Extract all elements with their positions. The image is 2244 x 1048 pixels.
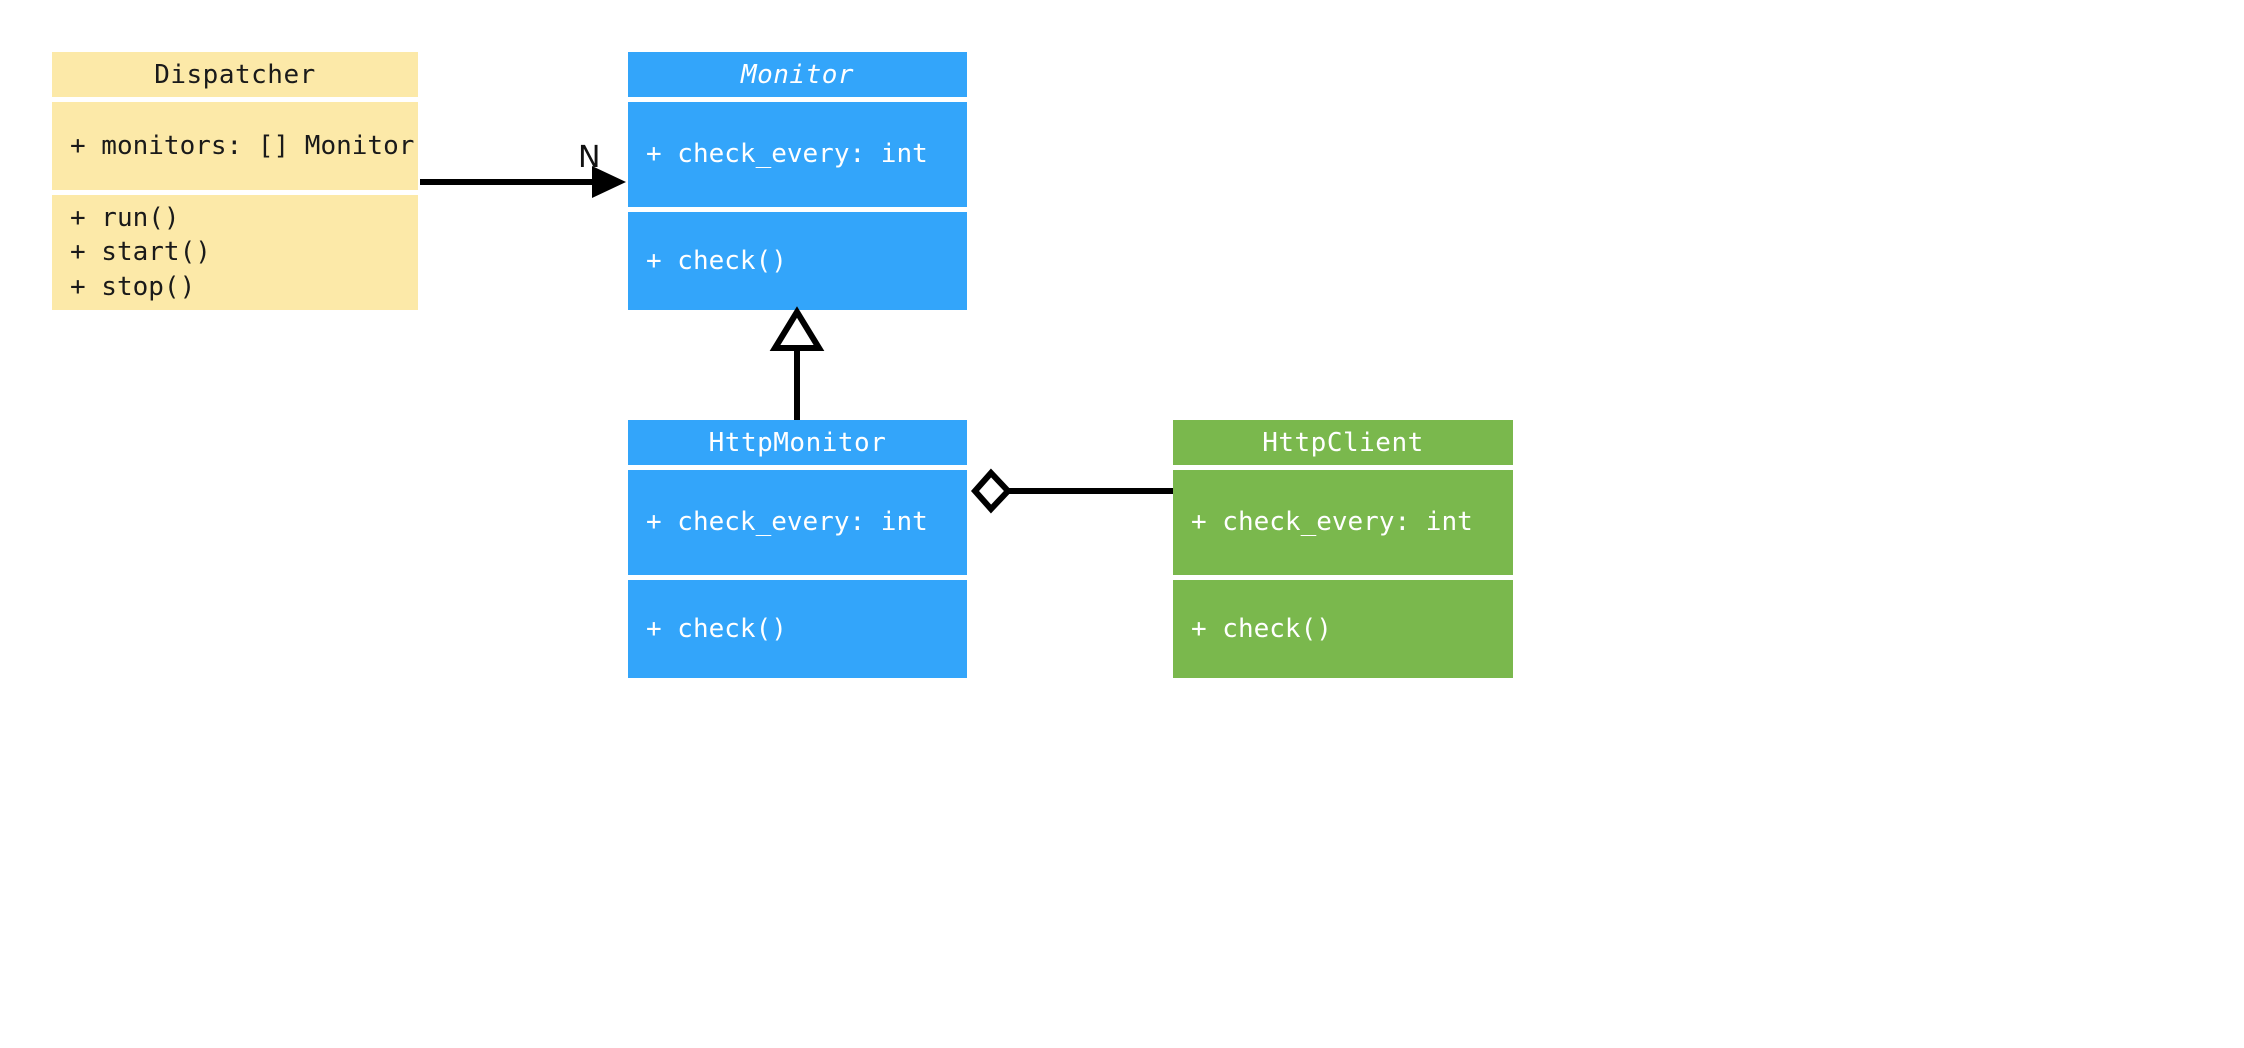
class-box-dispatcher[interactable]: Dispatcher + monitors: [] Monitor + run(… [52, 52, 418, 310]
attribute-row: + monitors: [] Monitor [70, 130, 415, 161]
class-title-monitor: Monitor [628, 52, 967, 97]
method-row: + stop() [70, 271, 196, 302]
class-methods-monitor: + check() [628, 212, 967, 310]
compartment-divider [52, 97, 418, 102]
method-row: + check() [1191, 613, 1332, 644]
class-name-label: Dispatcher [154, 59, 316, 90]
class-methods-httpmonitor: + check() [628, 580, 967, 678]
class-title-httpclient: HttpClient [1173, 420, 1513, 465]
class-box-monitor[interactable]: Monitor + check_every: int + check() [628, 52, 967, 310]
class-box-httpmonitor[interactable]: HttpMonitor + check_every: int + check() [628, 420, 967, 678]
compartment-divider [52, 190, 418, 195]
compartment-divider [1173, 465, 1513, 470]
attribute-row: + check_every: int [646, 139, 928, 170]
class-attributes-dispatcher: + monitors: [] Monitor [52, 102, 418, 190]
class-name-label: HttpClient [1262, 427, 1424, 458]
hollow-triangle-icon [769, 306, 825, 351]
class-title-dispatcher: Dispatcher [52, 52, 418, 97]
method-row: + check() [646, 613, 787, 644]
class-name-label: Monitor [740, 59, 855, 90]
generalization-httpmonitor-to-monitor[interactable] [769, 306, 825, 420]
compartment-divider [1173, 575, 1513, 580]
attribute-row: + check_every: int [646, 507, 928, 538]
association-multiplicity-label: N [578, 140, 601, 175]
attribute-row: + check_every: int [1191, 507, 1473, 538]
class-title-httpmonitor: HttpMonitor [628, 420, 967, 465]
class-methods-dispatcher: + run() + start() + stop() [52, 195, 418, 310]
aggregation-httpmonitor-to-httpclient[interactable] [970, 468, 1173, 514]
class-box-httpclient[interactable]: HttpClient + check_every: int + check() [1173, 420, 1513, 678]
method-row: + run() [70, 203, 180, 234]
compartment-divider [628, 207, 967, 212]
class-name-label: HttpMonitor [708, 427, 887, 458]
class-attributes-httpclient: + check_every: int [1173, 470, 1513, 575]
class-attributes-httpmonitor: + check_every: int [628, 470, 967, 575]
compartment-divider [628, 575, 967, 580]
compartment-divider [628, 465, 967, 470]
method-row: + check() [646, 245, 787, 276]
method-row: + start() [70, 237, 211, 268]
class-attributes-monitor: + check_every: int [628, 102, 967, 207]
compartment-divider [628, 97, 967, 102]
hollow-diamond-icon [970, 468, 1013, 514]
class-methods-httpclient: + check() [1173, 580, 1513, 678]
